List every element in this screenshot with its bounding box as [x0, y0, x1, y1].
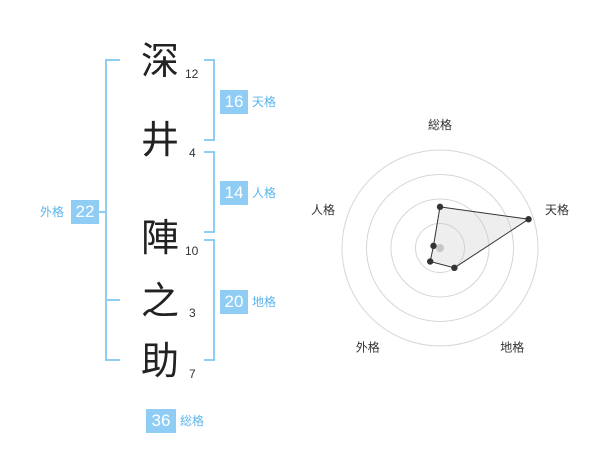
radar-axis-label-2: 天格 — [545, 202, 569, 217]
name-char-2: 井 — [140, 118, 179, 162]
chikaku-score: 20 — [220, 290, 248, 314]
radar-point-5 — [430, 242, 437, 250]
bracket-gaikaku — [105, 59, 120, 361]
tenkaku-score: 16 — [220, 90, 248, 114]
name-char-5: 助 — [140, 339, 179, 383]
jinkaku-label: 人格 — [252, 186, 277, 200]
bracket-jinkaku — [204, 151, 215, 233]
stroke-count-4: 3 — [189, 306, 196, 320]
radar-data-polygon — [429, 206, 530, 269]
radar-point-1 — [436, 203, 444, 211]
tenkaku-label: 天格 — [252, 95, 277, 109]
radar-center-dot — [436, 244, 444, 252]
radar-axis-label-3: 地格 — [500, 340, 524, 355]
stroke-count-5: 7 — [189, 367, 196, 381]
radar-point-3 — [451, 264, 458, 272]
radar-ring-4 — [341, 149, 539, 347]
radar-ring-2 — [390, 198, 490, 298]
radar-axis-label-5: 人格 — [311, 202, 335, 217]
stroke-count-2: 4 — [189, 146, 196, 160]
name-char-4: 之 — [140, 279, 179, 323]
bracket-chikaku — [204, 239, 215, 361]
gaikaku-label: 外格 — [40, 205, 65, 219]
chikaku-label: 地格 — [252, 295, 277, 309]
radar-point-2 — [525, 216, 532, 223]
stroke-count-1: 12 — [185, 67, 199, 81]
radar-axis-label-4: 外格 — [356, 340, 380, 355]
radar-ring-3 — [366, 174, 514, 322]
gaikaku-score: 22 — [71, 200, 99, 224]
radar-point-4 — [427, 258, 434, 265]
radar-axis-label-1: 総格 — [428, 117, 452, 132]
radar-ring-1 — [415, 223, 465, 273]
soukaku-score: 36 — [146, 409, 176, 433]
jinkaku-score: 14 — [220, 181, 248, 205]
name-char-3: 陣 — [140, 216, 179, 260]
soukaku-label: 総格 — [180, 414, 205, 428]
bracket-tenkaku — [204, 59, 215, 141]
stroke-count-3: 10 — [185, 244, 199, 258]
name-char-1: 深 — [140, 39, 179, 83]
